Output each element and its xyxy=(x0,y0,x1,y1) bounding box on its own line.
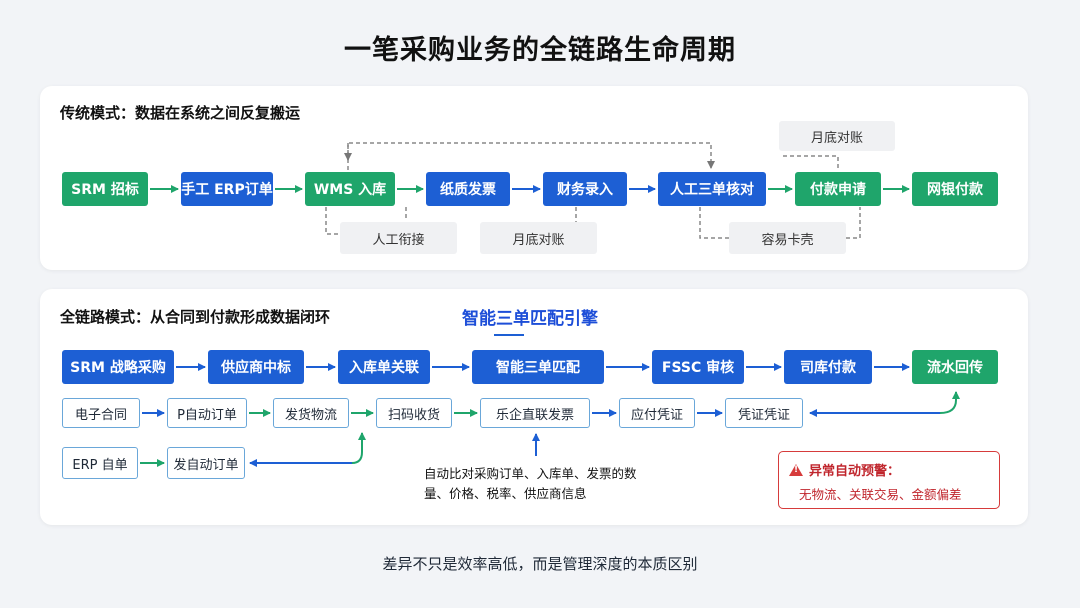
dashed-loop-top xyxy=(347,142,715,170)
node-srm-bidding: SRM 招标 xyxy=(62,172,148,206)
arrow-return-up xyxy=(939,391,960,414)
sub-scan-receipt: 扫码收货 xyxy=(376,398,452,428)
match-note-line-2: 量、价格、税率、供应商信息 xyxy=(424,486,587,501)
sub-e-contract: 电子合同 xyxy=(62,398,140,428)
warning-box: 异常自动预警： 无物流、关联交易、金额偏差 xyxy=(778,451,1000,509)
engine-title: 智能三单匹配引擎 xyxy=(462,309,598,329)
sub-auto-order-2: 发自动订单 xyxy=(167,447,245,479)
label-top-month-end: 月底对账 xyxy=(779,121,895,151)
page-title: 一笔采购业务的全链路生命周期 xyxy=(344,35,736,66)
fullchain-heading: 全链路模式：从合同到付款形成数据闭环 xyxy=(60,308,331,326)
node-wms-inbound: WMS 入库 xyxy=(305,172,395,206)
dashed-top-right xyxy=(780,155,839,168)
dashed-manual-link xyxy=(325,207,340,235)
sub-voucher: 凭证凭证 xyxy=(725,398,803,428)
label-manual-link: 人工衔接 xyxy=(340,222,457,254)
sub-auto-order: P自动订单 xyxy=(167,398,247,428)
dashed-stuck-right xyxy=(846,207,861,239)
node-inbound-link: 入库单关联 xyxy=(338,350,430,384)
node-manual-three-way-check: 人工三单核对 xyxy=(658,172,766,206)
match-note-line-1: 自动比对采购订单、入库单、发票的数 xyxy=(424,466,637,481)
match-note: 自动比对采购订单、入库单、发票的数 量、价格、税率、供应商信息 xyxy=(424,464,684,504)
node-payment-request: 付款申请 xyxy=(795,172,881,206)
node-finance-entry: 财务录入 xyxy=(543,172,627,206)
sub-shipping-logistics: 发货物流 xyxy=(273,398,349,428)
traditional-dashed-links xyxy=(325,142,861,239)
sub-row-arrows xyxy=(140,391,960,467)
traditional-heading: 传统模式：数据在系统之间反复搬运 xyxy=(60,104,301,122)
node-online-bank-payment: 网银付款 xyxy=(912,172,998,206)
sub-payable-voucher: 应付凭证 xyxy=(619,398,695,428)
node-supplier-award: 供应商中标 xyxy=(208,350,304,384)
label-month-end: 月底对账 xyxy=(480,222,597,254)
dashed-stuck-left xyxy=(699,207,729,239)
footer-caption: 差异不只是效率高低，而是管理深度的本质区别 xyxy=(382,555,698,573)
sub-direct-invoice: 乐企直联发票 xyxy=(480,398,590,428)
label-stuck: 容易卡壳 xyxy=(729,222,846,254)
arrow-r2-up xyxy=(351,432,366,464)
warning-title: 异常自动预警： xyxy=(809,464,901,479)
node-manual-erp-order: 手工 ERP订单 xyxy=(181,172,273,206)
node-smart-three-way-match: 智能三单匹配 xyxy=(472,350,604,384)
warning-icon xyxy=(789,463,803,476)
node-statement-return: 流水回传 xyxy=(912,350,998,384)
sub-erp-order: ERP 自单 xyxy=(62,447,138,479)
warning-text: 无物流、关联交易、金额偏差 xyxy=(799,487,962,502)
node-fssc-review: FSSC 审核 xyxy=(652,350,744,384)
node-treasury-payment: 司库付款 xyxy=(784,350,872,384)
node-srm-strategic: SRM 战略采购 xyxy=(62,350,174,384)
warning-title-row: 异常自动预警： xyxy=(789,460,999,479)
node-paper-invoice: 纸质发票 xyxy=(426,172,510,206)
